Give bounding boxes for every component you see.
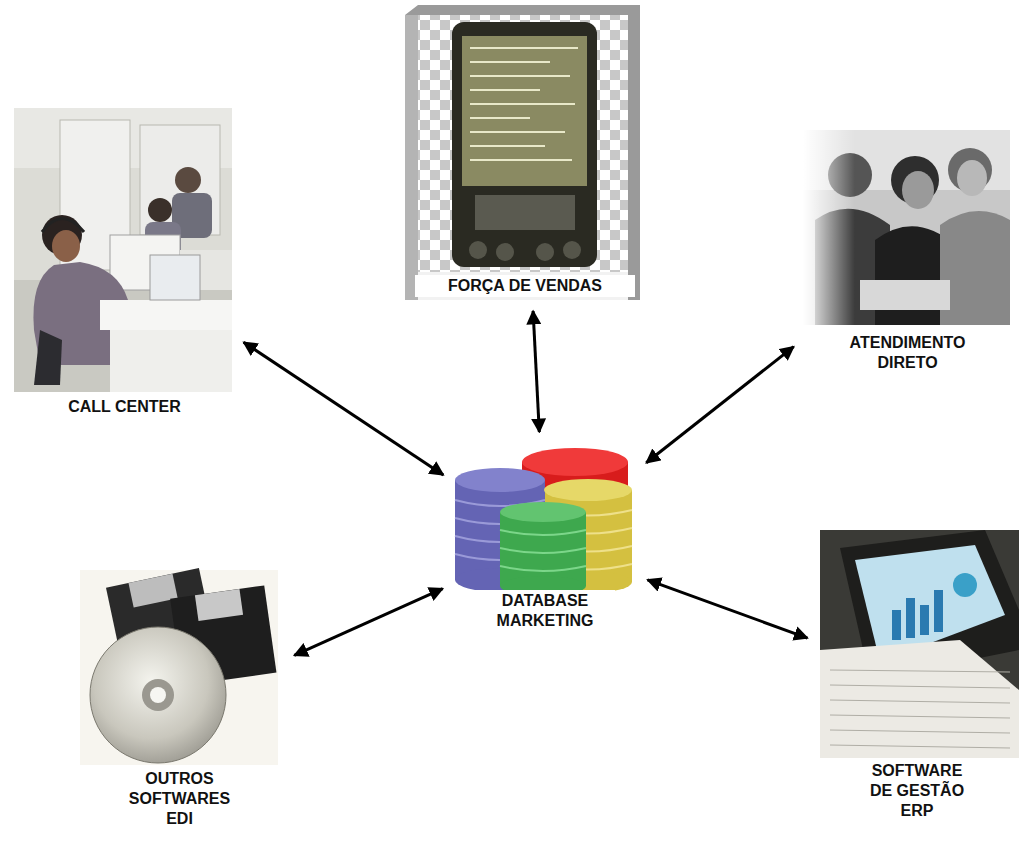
database-cylinders-part	[500, 530, 586, 535]
erp-tablet-photo-part	[892, 610, 901, 640]
node-caption: CALL CENTER	[25, 396, 225, 418]
call-center-photo-part	[34, 330, 62, 385]
sales-force-pda-part	[470, 103, 575, 105]
sales-force-pda-part	[470, 159, 572, 161]
node-caption: FORÇA DE VENDAS	[415, 275, 635, 297]
call-center-photo-part	[100, 300, 232, 330]
sales-force-pda-part	[470, 47, 578, 49]
erp-tablet-photo-part	[820, 640, 1019, 758]
direct-service-node: ATENDIMENTO DIRETO	[800, 128, 1015, 386]
sales-force-pda-part	[496, 243, 514, 261]
disks-and-cd	[80, 568, 278, 765]
double-arrow	[648, 580, 808, 638]
call-center-photo-part	[110, 330, 232, 392]
erp-tablet-photo-part	[920, 605, 929, 635]
direct-service-photo-part	[803, 130, 1010, 325]
call-center-node: CALL CENTER	[12, 106, 237, 420]
sales-force-pda-part	[470, 61, 550, 63]
erp-tablet-photo-part	[830, 685, 1010, 688]
call-center-photo-part	[150, 255, 200, 300]
database-cylinders	[455, 448, 632, 596]
sales-force-pda-part	[405, 5, 640, 300]
node-caption: OUTROS SOFTWARES EDI	[110, 768, 250, 830]
sales-force-pda-part	[462, 36, 587, 186]
erp-tablet-photo-part	[830, 670, 1010, 672]
sales-force-pda	[405, 5, 640, 300]
erp-tablet-photo-part	[830, 700, 1010, 703]
erp-tablet-photo	[820, 530, 1019, 758]
sales-force-node: FORÇA DE VENDAS	[405, 5, 645, 303]
erp-tablet-photo-part	[830, 670, 1010, 748]
disks-and-cd-part	[195, 589, 243, 621]
disks-and-cd-part	[142, 679, 174, 711]
call-center-photo-part	[52, 230, 80, 262]
erp-tablet-photo-part	[830, 745, 1010, 748]
database-cylinders-part	[522, 448, 628, 476]
call-center-photo-part	[42, 219, 84, 233]
sales-force-pda-part	[470, 117, 530, 119]
sales-force-pda-part	[470, 75, 570, 77]
sales-force-pda-part	[469, 241, 487, 259]
direct-service-photo-part	[803, 130, 1010, 325]
call-center-photo-part	[148, 198, 172, 222]
sales-force-pda-part	[470, 131, 565, 133]
sales-force-pda-part	[475, 195, 575, 230]
double-arrow	[533, 311, 539, 432]
erp-tablet-photo-part	[906, 598, 915, 638]
sales-force-pda-part	[470, 145, 545, 147]
sales-force-pda-part	[418, 15, 628, 273]
erp-tablet-photo-part	[830, 730, 1010, 733]
node-caption: SOFTWARE DE GESTÃO ERP	[858, 760, 976, 822]
disks-and-cd-part	[150, 687, 166, 703]
sales-force-pda-part	[470, 48, 578, 160]
erp-tablet-photo-part	[820, 530, 1019, 758]
sales-force-pda-part	[470, 89, 540, 91]
double-arrow	[294, 589, 442, 656]
sales-force-pda-part	[405, 15, 418, 300]
edi-software-node: OUTROS SOFTWARES EDI	[72, 568, 287, 846]
database-cylinders-part	[500, 512, 586, 586]
sales-force-pda-part	[563, 241, 581, 259]
erp-tablet-photo-part	[892, 590, 943, 640]
call-center-photo	[14, 108, 232, 392]
database-cylinders-part	[500, 530, 586, 571]
node-caption: ATENDIMENTO DIRETO	[833, 332, 983, 374]
disks-and-cd-part	[90, 627, 226, 763]
erp-tablet-photo-part	[953, 573, 977, 597]
node-caption: DATABASE MARKETING	[475, 590, 615, 632]
database-node: DATABASE MARKETING	[450, 440, 640, 645]
database-cylinders-part	[455, 468, 545, 492]
database-cylinders-part	[500, 548, 586, 553]
database-cylinders-part	[544, 479, 632, 501]
double-arrow	[244, 342, 444, 475]
database-cylinders-part	[500, 502, 586, 522]
sales-force-pda-part	[452, 22, 597, 267]
double-arrow	[646, 347, 793, 463]
call-center-photo-part	[14, 108, 232, 392]
disks-and-cd-part	[128, 574, 177, 608]
direct-service-photo	[803, 130, 1010, 325]
erp-tablet-photo-part	[830, 715, 1010, 718]
sales-force-pda-part	[536, 243, 554, 261]
database-cylinders-part	[500, 566, 586, 571]
erp-tablet-photo-part	[934, 590, 943, 632]
erp-software-node: SOFTWARE DE GESTÃO ERP	[815, 528, 1019, 828]
call-center-photo-part	[175, 167, 201, 193]
